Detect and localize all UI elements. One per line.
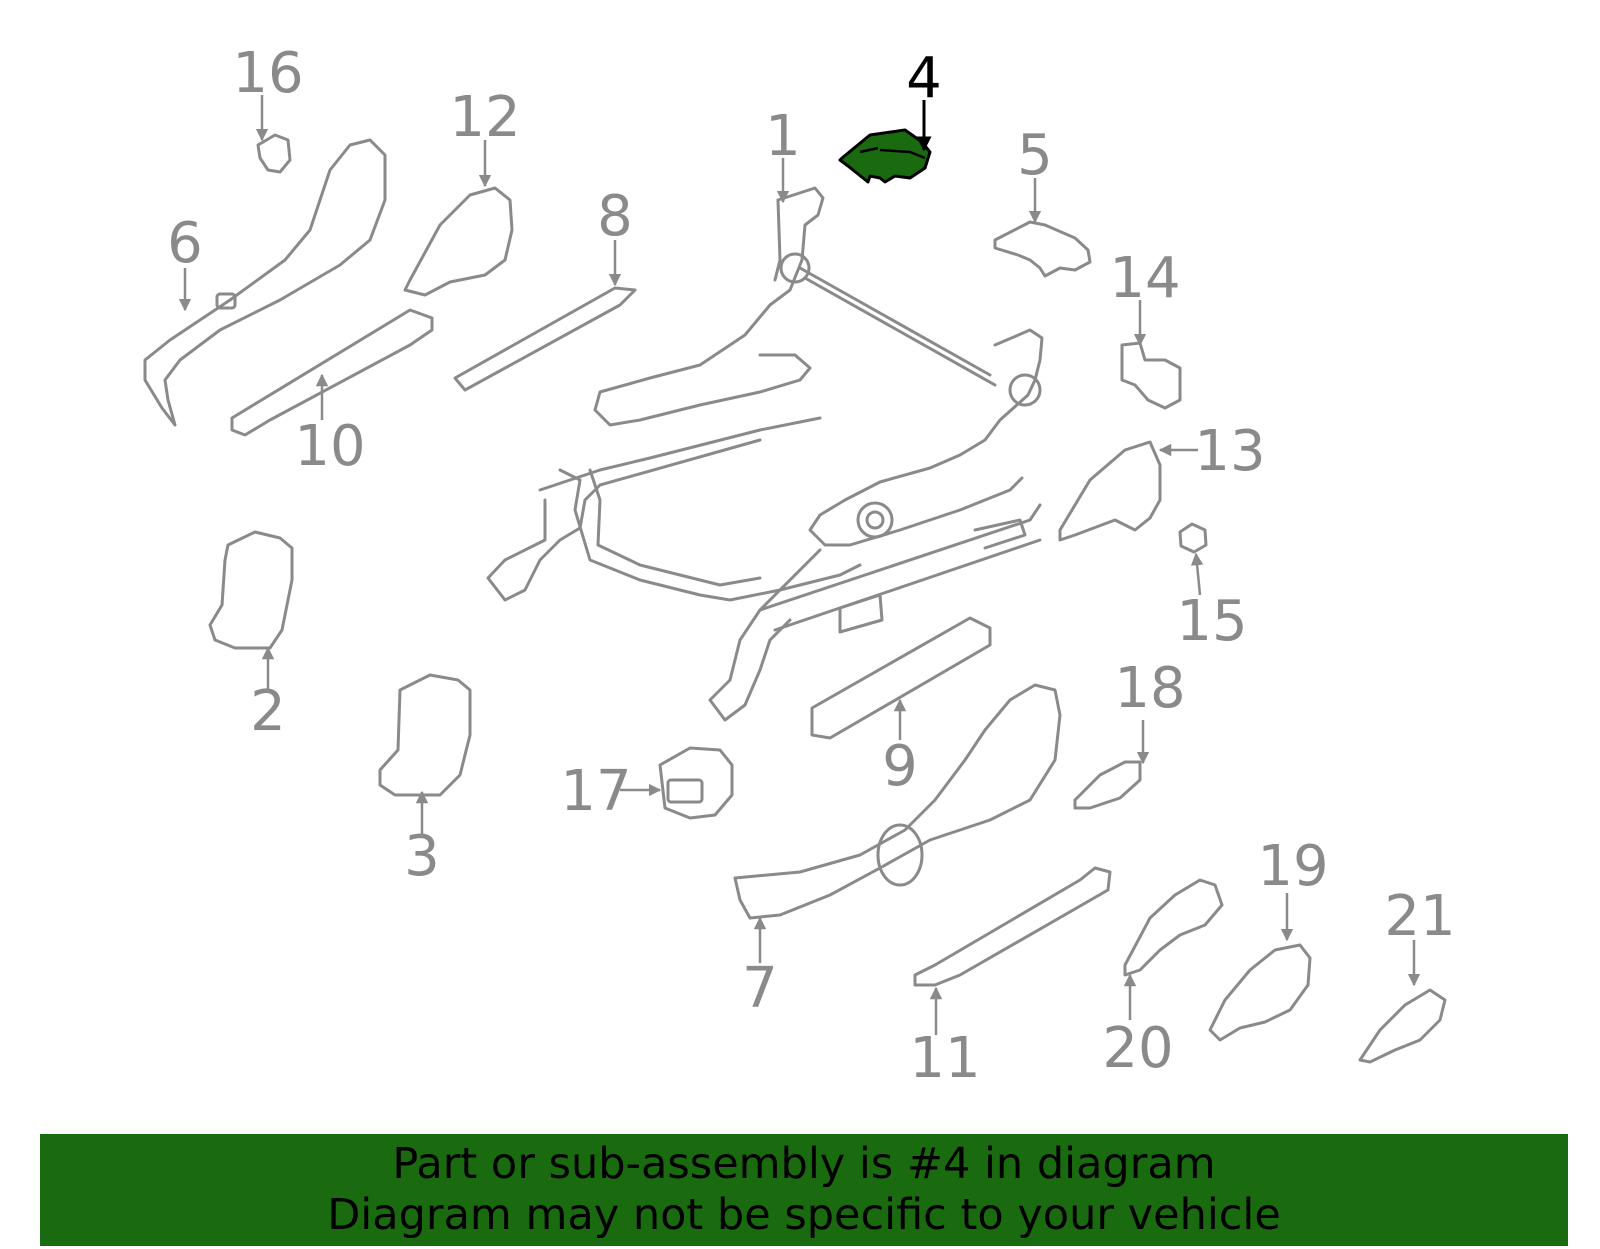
part-18 (1073, 760, 1142, 810)
callout-13: 13 (1194, 419, 1265, 484)
part-9 (810, 616, 992, 740)
info-banner: Part or sub-assembly is #4 in diagram Di… (40, 1134, 1568, 1246)
part-1-seat-frame (486, 186, 1044, 722)
part-4-highlighted (838, 128, 932, 184)
callout-20: 20 (1102, 1016, 1173, 1081)
part-10 (230, 308, 434, 437)
callout-1: 1 (765, 104, 801, 169)
callout-3: 3 (404, 824, 440, 889)
callout-12: 12 (449, 85, 520, 150)
callout-21: 21 (1384, 884, 1455, 949)
callout-16: 16 (232, 41, 303, 106)
callout-15: 15 (1176, 589, 1247, 654)
part-21 (1358, 988, 1447, 1064)
banner-line-1: Part or sub-assembly is #4 in diagram (392, 1139, 1216, 1189)
callout-6: 6 (167, 211, 203, 276)
callout-labels: 1 2 3 4 5 6 7 8 9 10 11 12 13 14 15 16 1… (167, 41, 1455, 1091)
part-19 (1208, 943, 1312, 1042)
leader-lines (178, 95, 1421, 1035)
part-11 (913, 866, 1112, 987)
callout-19: 19 (1257, 834, 1328, 899)
part-16 (256, 133, 292, 174)
callout-8: 8 (597, 184, 633, 249)
callout-5: 5 (1017, 123, 1053, 188)
callout-9: 9 (882, 734, 918, 799)
part-8 (453, 286, 637, 392)
part-7 (733, 683, 1062, 920)
part-17 (658, 746, 734, 820)
part-13 (1058, 440, 1162, 542)
banner-line-2: Diagram may not be specific to your vehi… (327, 1190, 1281, 1240)
part-5 (993, 220, 1092, 278)
part-2 (208, 530, 294, 650)
callout-11: 11 (909, 1026, 980, 1091)
part-14 (1120, 341, 1182, 410)
part-20 (1123, 878, 1224, 977)
callout-2: 2 (250, 679, 286, 744)
part-12 (403, 186, 514, 297)
callout-4: 4 (906, 46, 942, 111)
callout-18: 18 (1114, 656, 1185, 721)
callout-10: 10 (294, 414, 365, 479)
callout-7: 7 (742, 956, 778, 1021)
part-3 (378, 673, 472, 797)
part-15 (1178, 522, 1208, 554)
callout-17: 17 (560, 759, 631, 824)
callout-14: 14 (1109, 246, 1180, 311)
part-6 (143, 138, 387, 427)
